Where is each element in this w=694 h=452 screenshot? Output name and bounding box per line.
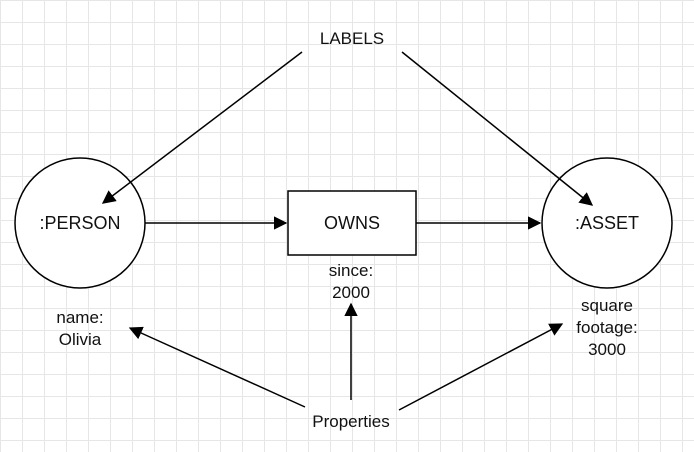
owns-relationship-label: OWNS xyxy=(324,213,380,233)
person-name-key: name: xyxy=(56,308,104,327)
owns-since-property: since: 2000 xyxy=(301,260,401,304)
labels-to-person-arrow xyxy=(101,51,303,204)
labels-to-asset-arrow xyxy=(401,51,594,206)
labels-title: LABELS xyxy=(319,29,385,48)
person-name-property: name: Olivia xyxy=(30,307,130,351)
asset-node-label: :ASSET xyxy=(574,213,640,233)
properties-to-asset-prop-arrow xyxy=(398,323,564,411)
person-name-value: Olivia xyxy=(58,330,102,349)
asset-footage-line2: footage: xyxy=(576,318,638,337)
person-node-label: :PERSON xyxy=(39,213,121,233)
asset-footage-line3: 3000 xyxy=(588,340,626,359)
owns-since-key: since: xyxy=(328,261,374,280)
asset-footage-property: square footage: 3000 xyxy=(557,295,657,361)
owns-since-value: 2000 xyxy=(332,283,370,302)
properties-title: Properties xyxy=(312,412,390,431)
properties-to-person-prop-arrow xyxy=(128,326,306,408)
asset-footage-line1: square xyxy=(581,296,633,315)
owns-relationship-box xyxy=(287,190,417,256)
